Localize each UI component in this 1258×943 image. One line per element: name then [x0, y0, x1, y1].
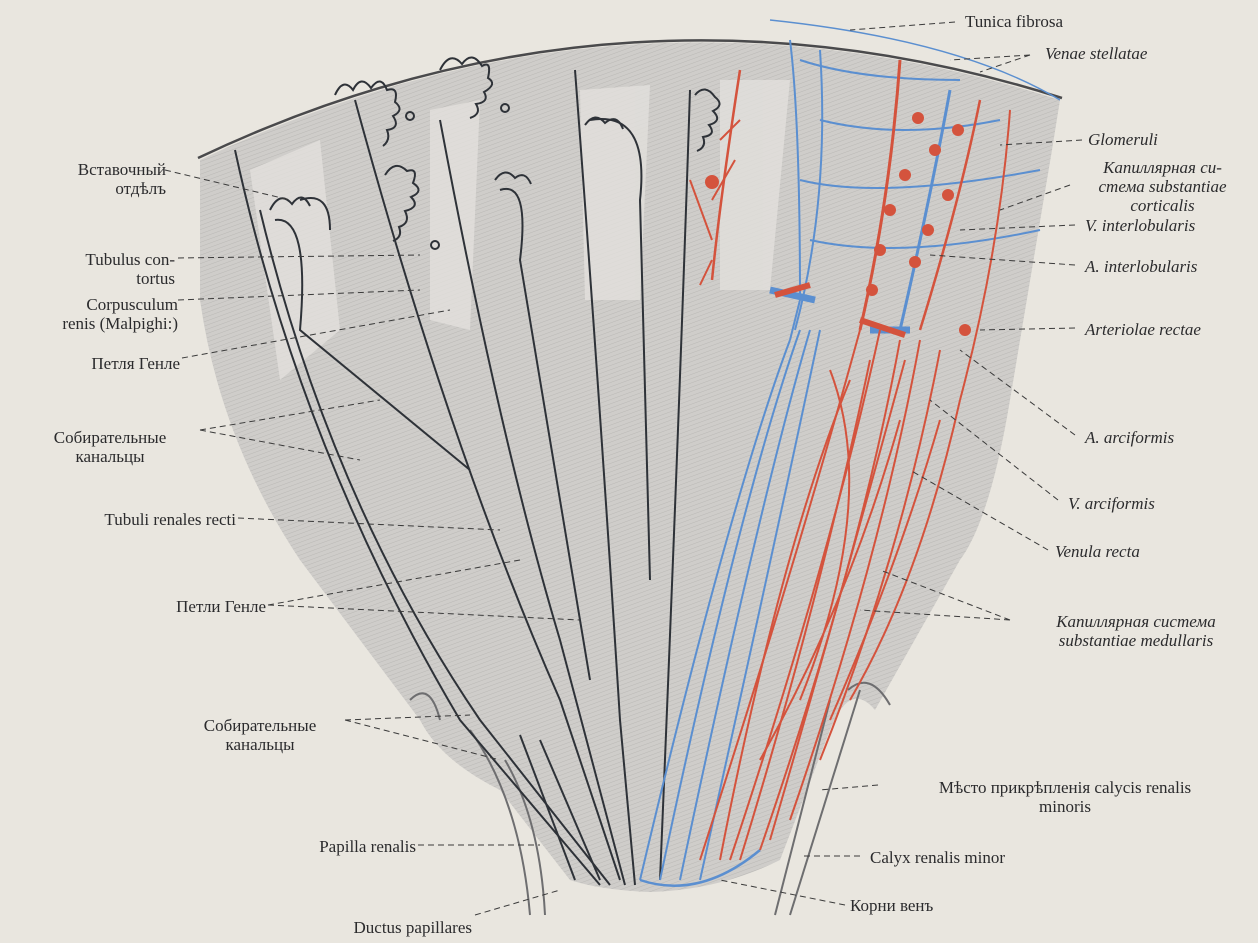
label-a-interlobularis: A. interlobularis — [1085, 257, 1257, 276]
label-calyx-renalis-minor: Calyx renalis minor — [870, 848, 1090, 867]
label-v-arciformis: V. arciformis — [1068, 494, 1248, 513]
label-sobiratelnye-kanaltsy-1: Собирательные канальцы — [20, 428, 200, 466]
label-venae-stellatae: Venae stellatae — [1045, 44, 1245, 63]
label-tubuli-renales-recti: Tubuli renales recti — [10, 510, 236, 529]
label-sobiratelnye-kanaltsy-2: Собирательные канальцы — [170, 716, 350, 754]
label-mesto-prikrepleniya: Мѣсто прикрѣпленія calycis renalis minor… — [880, 778, 1250, 816]
label-kapil-sistema-corticalis: Капиллярная си- стема substantiae cortic… — [1070, 158, 1255, 215]
label-papilla-renalis: Papilla renalis — [230, 837, 416, 856]
label-ductus-papillares: Ductus papillares — [250, 918, 472, 937]
label-arteriolae-rectae: Arteriolae rectae — [1085, 320, 1257, 339]
label-petlya-genle: Петля Генле — [20, 354, 180, 373]
label-tunica-fibrosa: Tunica fibrosa — [965, 12, 1165, 31]
label-venula-recta: Venula recta — [1055, 542, 1235, 561]
label-tubulus-contortus: Tubulus con- tortus — [20, 250, 175, 288]
label-v-interlobularis: V. interlobularis — [1085, 216, 1257, 235]
label-kapil-sistema-medullaris: Капиллярная система substantiae medullar… — [1015, 612, 1257, 650]
label-vstavochny-otdel: Вставочный отдѣлъ — [20, 160, 166, 198]
label-a-arciformis: A. arciformis — [1085, 428, 1257, 447]
label-petli-genle: Петли Генле — [80, 597, 266, 616]
label-glomeruli: Glomeruli — [1088, 130, 1248, 149]
renal-pyramid — [198, 40, 1062, 892]
label-corpusculum-renis: Corpusculum renis (Malpighi:) — [0, 295, 178, 333]
label-korni-ven: Корни венъ — [850, 896, 1010, 915]
